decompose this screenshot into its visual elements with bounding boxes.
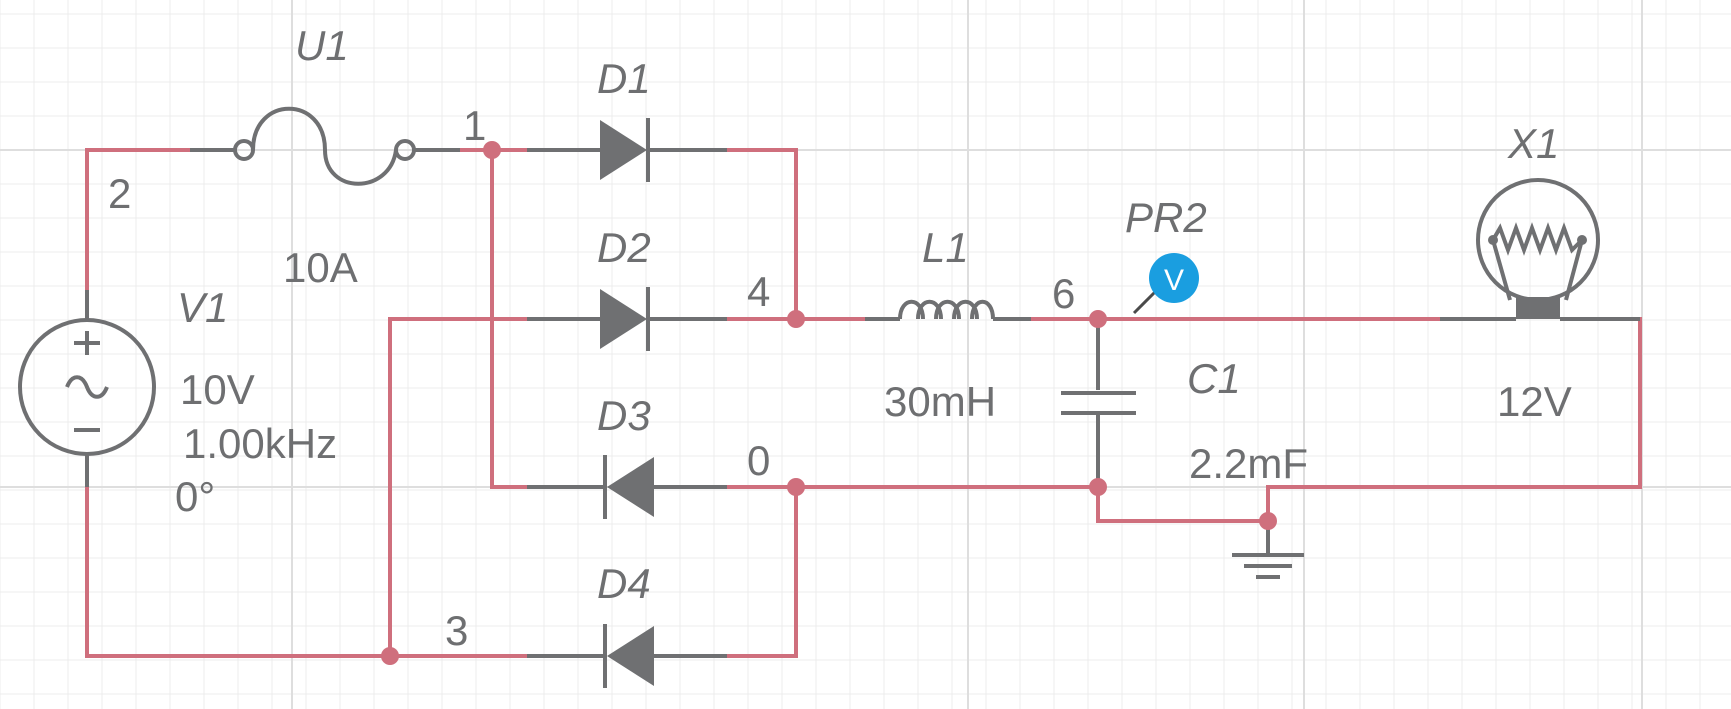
node-label-6: 6 bbox=[1052, 270, 1075, 317]
diode-d3-ref-label: D3 bbox=[597, 392, 651, 439]
junction-node-1 bbox=[483, 141, 501, 159]
diode-icon bbox=[603, 624, 654, 688]
diode-d2[interactable] bbox=[600, 287, 650, 351]
source-ref-label: V1 bbox=[177, 284, 228, 331]
diode-icon bbox=[603, 455, 654, 519]
fuse-icon[interactable] bbox=[233, 106, 416, 186]
node-label-0: 0 bbox=[747, 437, 770, 484]
node-label-1: 1 bbox=[463, 102, 486, 149]
junction-node-3 bbox=[381, 647, 399, 665]
component-leads bbox=[85, 148, 1640, 658]
node-label-4: 4 bbox=[747, 268, 770, 315]
lamp-value-label: 12V bbox=[1497, 378, 1572, 425]
fuse-ref-label: U1 bbox=[295, 22, 349, 69]
junction-node-6 bbox=[1089, 310, 1107, 328]
probe-glyph: V bbox=[1164, 264, 1184, 297]
inductor-icon[interactable] bbox=[898, 299, 995, 320]
node-label-2: 2 bbox=[108, 170, 131, 217]
lamp-icon[interactable] bbox=[1476, 178, 1600, 319]
ac-source-icon[interactable] bbox=[18, 318, 156, 456]
wire-node-0[interactable] bbox=[725, 317, 1642, 658]
fuse-value-label: 10A bbox=[283, 244, 358, 291]
source-voltage-label: 10V bbox=[180, 366, 255, 413]
wire-node-3[interactable] bbox=[85, 317, 529, 658]
lamp-ref-label: X1 bbox=[1507, 120, 1559, 167]
junctions bbox=[381, 141, 1277, 665]
node-label-3: 3 bbox=[445, 607, 468, 654]
capacitor-ref-label: C1 bbox=[1187, 355, 1241, 402]
junction-ground bbox=[1259, 512, 1277, 530]
probe-ref-label: PR2 bbox=[1125, 194, 1207, 241]
junction-node-0-cap bbox=[1089, 478, 1107, 496]
capacitor-icon[interactable] bbox=[1061, 391, 1136, 415]
labels: U1 10A V1 10V 1.00kHz 0° D1 D2 D3 D4 L1 … bbox=[108, 22, 1572, 654]
inductor-value-label: 30mH bbox=[884, 378, 996, 425]
voltage-probe-icon[interactable]: V bbox=[1132, 253, 1199, 315]
capacitor-value-label: 2.2mF bbox=[1189, 440, 1308, 487]
diode-d4-ref-label: D4 bbox=[597, 560, 651, 607]
diode-d1-ref-label: D1 bbox=[597, 55, 651, 102]
diode-icon bbox=[600, 287, 650, 351]
wires bbox=[85, 148, 1642, 658]
diode-d2-ref-label: D2 bbox=[597, 224, 651, 271]
wire-node-2[interactable] bbox=[85, 148, 192, 292]
source-phase-label: 0° bbox=[175, 473, 215, 520]
junction-node-0 bbox=[787, 478, 805, 496]
inductor-ref-label: L1 bbox=[922, 224, 969, 271]
diode-d4[interactable] bbox=[603, 624, 654, 688]
junction-node-4 bbox=[787, 310, 805, 328]
diode-icon bbox=[600, 118, 650, 182]
diode-d1[interactable] bbox=[600, 118, 650, 182]
source-frequency-label: 1.00kHz bbox=[183, 420, 337, 467]
diode-d3[interactable] bbox=[603, 455, 654, 519]
